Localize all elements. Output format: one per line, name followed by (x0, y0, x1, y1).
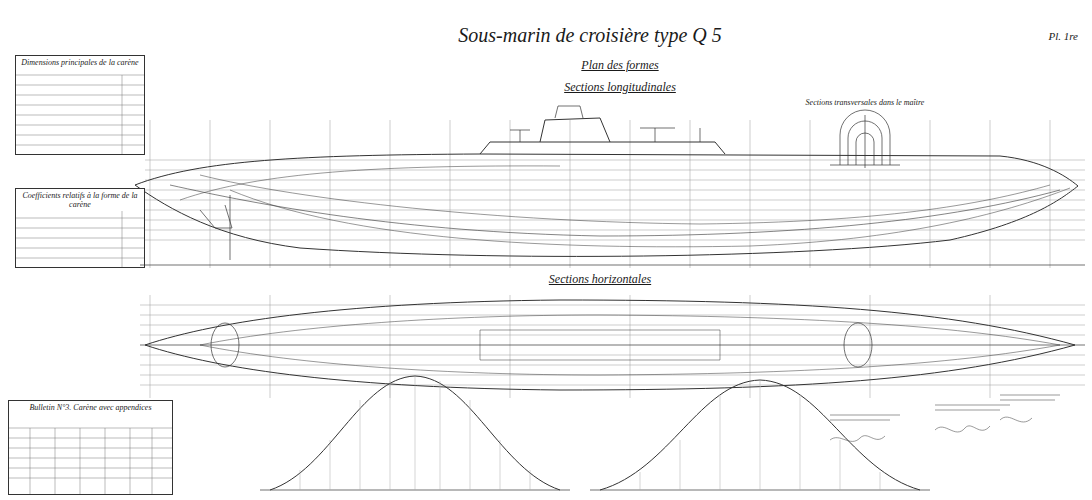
sheet-title: Sous-marin de croisière type Q 5 (456, 24, 723, 47)
section-heading: Sections longitudinales (562, 80, 678, 95)
view-caption: Sections transversales dans le maître (804, 98, 927, 107)
section-heading: Plan des formes (579, 58, 660, 73)
data-table: Dimensions principales de la carène (15, 55, 145, 155)
table-heading: Coefficients relatifs à la forme de la c… (16, 189, 144, 211)
table-heading: Bulletin N°3. Carène avec appendices (9, 401, 172, 414)
plate-number: Pl. 1re (1046, 30, 1080, 42)
table-heading: Dimensions principales de la carène (16, 56, 144, 69)
data-table: Coefficients relatifs à la forme de la c… (15, 188, 145, 268)
section-heading: Sections horizontales (547, 272, 653, 287)
data-table: Bulletin N°3. Carène avec appendices (8, 400, 173, 495)
